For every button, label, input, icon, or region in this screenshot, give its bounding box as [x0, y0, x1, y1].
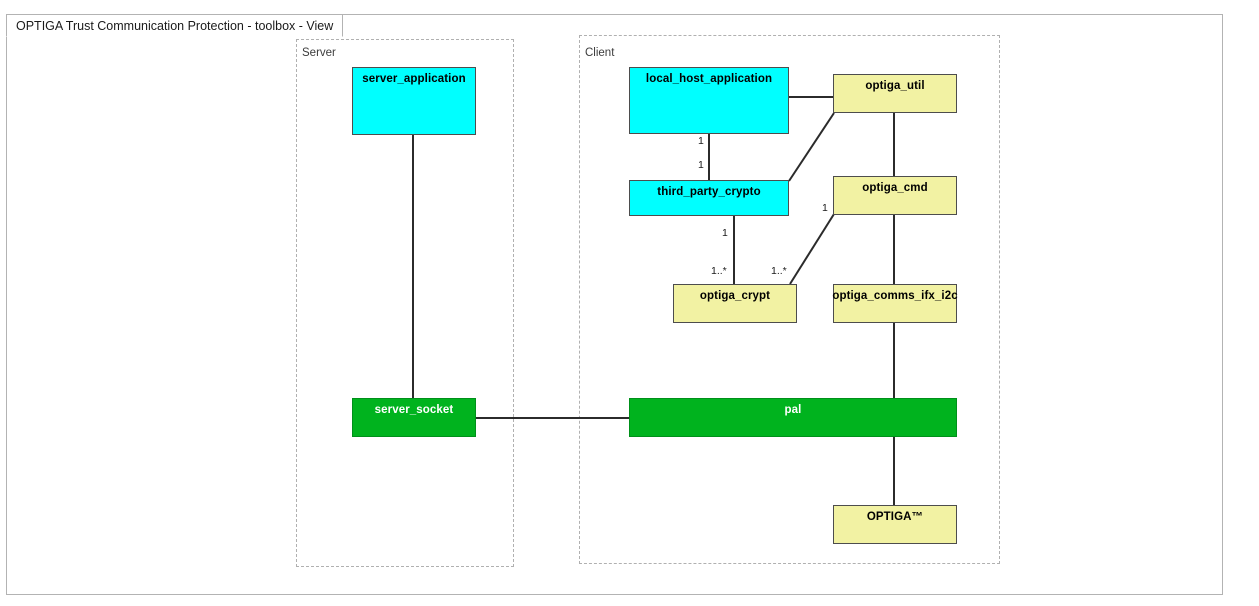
- multiplicity-label-6: 1: [822, 202, 828, 214]
- node-optiga-comms-ifx-i2c-label: optiga_comms_ifx_i2c: [832, 290, 958, 302]
- node-pal[interactable]: pal: [629, 398, 957, 437]
- node-optiga-crypt-label: optiga_crypt: [699, 290, 771, 302]
- node-local-host-application[interactable]: local_host_application: [629, 67, 789, 134]
- node-third-party-crypto[interactable]: third_party_crypto: [629, 180, 789, 216]
- node-pal-label: pal: [784, 404, 802, 416]
- package-client-label: Client: [585, 47, 615, 59]
- node-optiga-util[interactable]: optiga_util: [833, 74, 957, 113]
- edge-pal-optiga: [893, 436, 895, 506]
- node-optiga-comms-ifx-i2c[interactable]: optiga_comms_ifx_i2c: [832, 284, 958, 323]
- window-frame: [6, 14, 1223, 595]
- node-server-application[interactable]: server_application: [352, 67, 476, 135]
- node-optiga-cmd[interactable]: optiga_cmd: [833, 176, 957, 215]
- edge-local-host-application-third-party-crypto: [708, 133, 710, 181]
- node-optiga-cmd-label: optiga_cmd: [862, 182, 928, 194]
- multiplicity-label-3: 1: [722, 227, 728, 239]
- edge-optiga-cmd-optiga-comms: [893, 215, 895, 284]
- node-optiga-crypt[interactable]: optiga_crypt: [673, 284, 797, 323]
- node-optiga[interactable]: OPTIGA™: [833, 505, 957, 544]
- package-client: [579, 35, 1000, 564]
- node-local-host-application-label: local_host_application: [645, 73, 773, 85]
- node-optiga-label: OPTIGA™: [866, 511, 924, 523]
- node-server-socket[interactable]: server_socket: [352, 398, 476, 437]
- node-third-party-crypto-label: third_party_crypto: [657, 186, 761, 198]
- edge-server-socket-pal: [473, 417, 631, 419]
- edge-optiga-util-optiga-cmd: [893, 112, 895, 180]
- multiplicity-label-5: 1..*: [771, 265, 787, 277]
- edge-third-party-crypto-optiga-crypt: [733, 216, 735, 284]
- multiplicity-label-1: 1: [698, 135, 704, 147]
- multiplicity-label-2: 1: [698, 159, 704, 171]
- view-title-tab[interactable]: OPTIGA Trust Communication Protection - …: [6, 14, 344, 37]
- node-optiga-util-label: optiga_util: [865, 80, 925, 92]
- edge-server-application-server-socket: [412, 134, 414, 400]
- multiplicity-label-4: 1..*: [711, 265, 727, 277]
- edge-optiga-comms-pal: [893, 322, 895, 400]
- package-server: [296, 39, 514, 567]
- package-server-label: Server: [302, 47, 336, 59]
- edge-local-host-application-optiga-util: [789, 96, 835, 98]
- node-server-application-label: server_application: [362, 73, 466, 85]
- node-server-socket-label: server_socket: [374, 404, 454, 416]
